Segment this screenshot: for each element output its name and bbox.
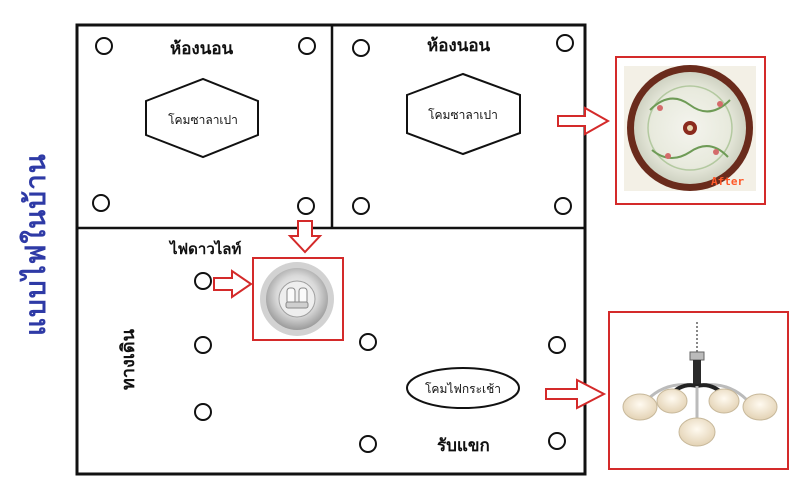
arrow-right-icon	[213, 269, 253, 299]
label-downlight: ไฟดาวไลท์	[170, 240, 242, 258]
light-point-circle	[359, 435, 377, 453]
room-label-living: รับแขก	[437, 436, 490, 456]
light-point-circle	[556, 34, 574, 52]
fixture-label-bedroom-right: โคมซาลาเปา	[428, 108, 498, 122]
light-point-circle	[92, 194, 110, 212]
light-point-circle	[95, 37, 113, 55]
ceiling-lamp-photo	[624, 65, 756, 191]
light-point-circle	[554, 197, 572, 215]
hexagon-fixture-right	[406, 72, 521, 156]
room-label-bedroom-left: ห้องนอน	[170, 39, 234, 59]
room-label-bedroom-right: ห้องนอน	[427, 36, 491, 56]
fixture-label-living: โคมไฟกระเช้า	[424, 382, 502, 396]
light-point-circle	[194, 403, 212, 421]
light-point-circle	[352, 39, 370, 57]
room-label-hallway: ทางเดิน	[118, 329, 139, 390]
light-point-circle	[352, 197, 370, 215]
arrow-right-icon	[557, 106, 611, 136]
light-point-circle	[548, 336, 566, 354]
arrow-right-icon	[545, 378, 607, 410]
oval-fixture	[406, 367, 520, 409]
arrow-down-icon	[287, 220, 323, 254]
light-point-circle	[298, 37, 316, 55]
chandelier-photo	[622, 322, 778, 447]
light-point-circle	[194, 272, 212, 290]
light-point-circle	[297, 197, 315, 215]
light-point-circle	[359, 333, 377, 351]
downlight-photo	[260, 262, 334, 336]
hexagon-fixture-left	[145, 77, 259, 159]
photo-caption-after: After	[711, 175, 745, 188]
light-point-circle	[194, 336, 212, 354]
light-point-circle	[548, 432, 566, 450]
fixture-label-bedroom-left: โคมซาลาเปา	[168, 113, 238, 127]
